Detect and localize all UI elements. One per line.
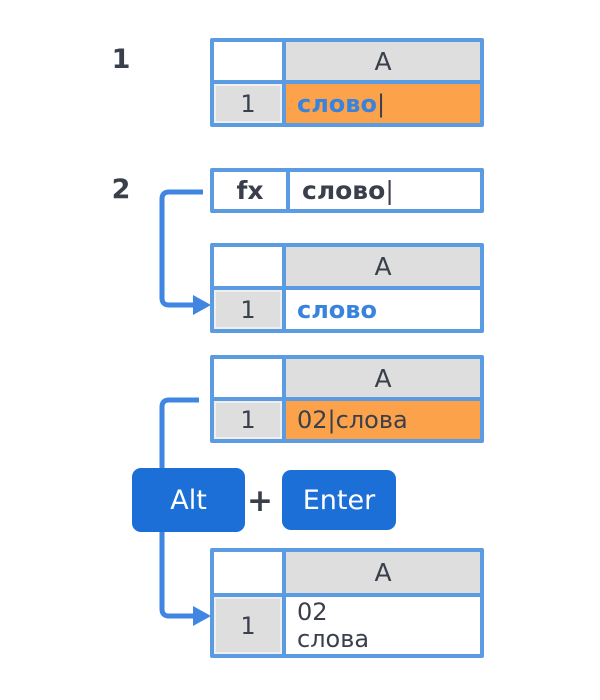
sheet3-row-header-1: 1 [214, 401, 282, 439]
sheet1-corner-cell [214, 42, 282, 80]
sheet3-text-after-cursor: слова [335, 406, 408, 434]
step1-number: 1 [111, 44, 131, 75]
altenter-connector-arrowhead [193, 606, 211, 626]
sheet3-cell-a1-editing: 02 |слова [286, 401, 480, 439]
fx-icon: fx [214, 172, 286, 209]
sheet-step1-editing: A 1 слово| [210, 38, 484, 127]
plus-sign: + [247, 483, 273, 519]
sheet1-cell-text: слово [297, 89, 377, 118]
sheet2-corner-cell [214, 247, 282, 286]
sheet2-cell-text: слово [297, 295, 377, 324]
sheet4-column-header-a: A [286, 552, 480, 593]
sheet1-row-header-1: 1 [214, 84, 282, 123]
sheet4-cell-line1: 02 [297, 597, 328, 626]
step2-number: 2 [111, 174, 131, 205]
sheet4-cell-line2: слова [297, 624, 370, 653]
sheet2-cell-a1: слово [286, 290, 480, 329]
formula-bar-cursor: | [385, 176, 394, 205]
sheet-step3-result: A 1 02 слова [210, 548, 484, 658]
sheet4-row-header-1: 1 [214, 597, 282, 654]
sheet4-corner-cell [214, 552, 282, 593]
sheet3-text-cursor: | [327, 406, 336, 434]
formula-to-cell-arrow [159, 189, 203, 308]
sheet1-text-cursor: | [376, 89, 386, 118]
sheet3-column-header-a: A [286, 359, 480, 397]
sheet3-corner-cell [214, 359, 282, 397]
sheet-step2-result: A 1 слово [210, 243, 484, 333]
enter-key: Enter [282, 470, 396, 530]
sheet4-cell-a1-wrapped: 02 слова [286, 597, 480, 654]
sheet2-column-header-a: A [286, 247, 480, 286]
formula-bar-value: слово| [290, 172, 480, 209]
formula-to-cell-arrowhead [193, 295, 211, 315]
sheet3-text-before-cursor: 02 [297, 406, 328, 434]
sheet1-cell-a1-editing: слово| [286, 84, 480, 123]
sheet1-column-header-a: A [286, 42, 480, 80]
formula-bar: fx слово| [210, 168, 484, 213]
formula-bar-text: слово [302, 176, 386, 205]
sheet-step3-editing: A 1 02 |слова [210, 355, 484, 443]
alt-key: Alt [132, 468, 245, 532]
sheet2-row-header-1: 1 [214, 290, 282, 329]
